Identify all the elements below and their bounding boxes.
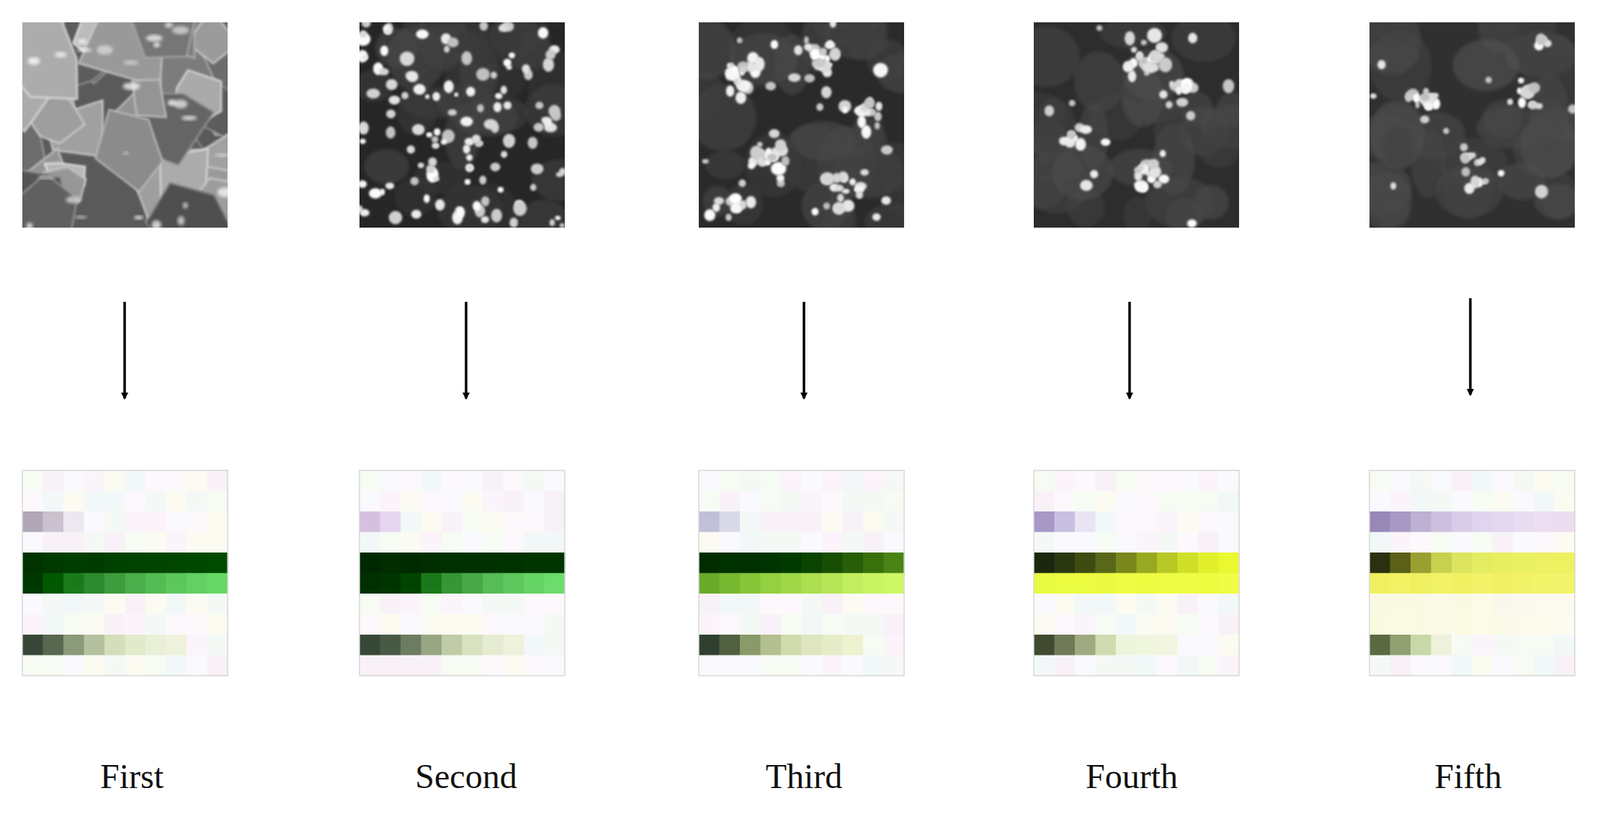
panel-label: Fifth [1434,756,1502,797]
panel-label: Fourth [1085,756,1178,797]
heatmap [22,470,229,677]
micrograph [1348,0,1595,229]
down-arrow [1468,298,1472,395]
micrograph [0,0,271,275]
down-arrow [123,301,127,399]
micrograph [1002,14,1263,233]
heatmap [1033,470,1240,677]
panel-label: Third [765,756,843,797]
micrograph [678,0,928,256]
heatmap [359,470,566,677]
heatmap [698,470,905,677]
down-arrow [1128,301,1132,399]
down-arrow [464,301,468,399]
micrograph [354,2,596,255]
heatmap [1369,470,1576,677]
panel-label: First [100,756,164,797]
panel-label: Second [414,756,517,797]
down-arrow [802,301,806,399]
